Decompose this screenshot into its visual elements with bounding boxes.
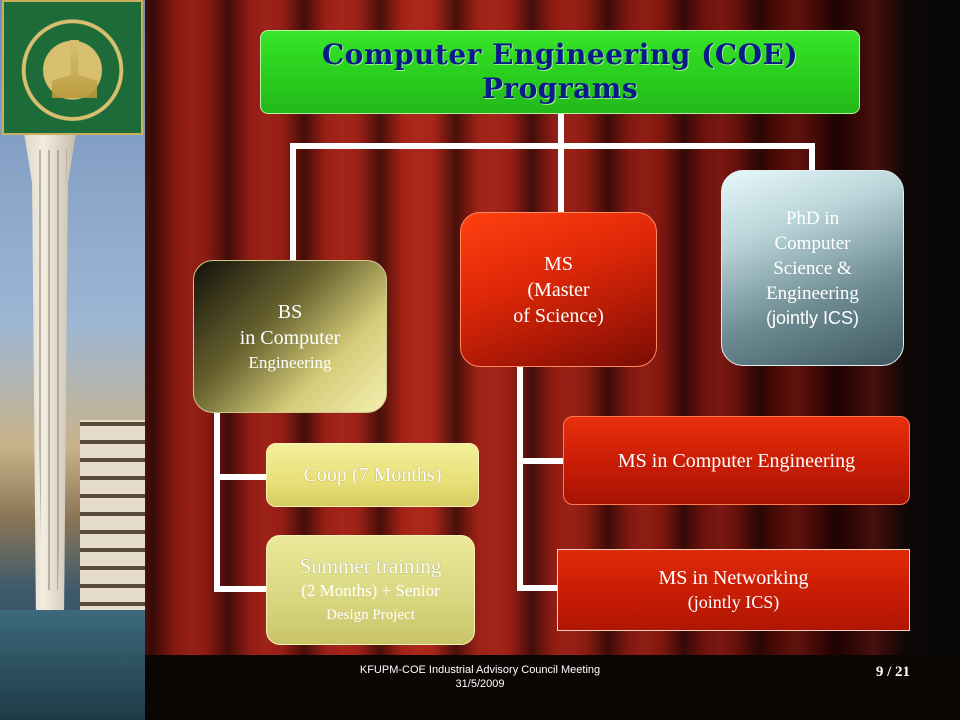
connector-bs-vertical: [214, 412, 220, 592]
connector-ms-networking: [517, 585, 559, 591]
summer-training-node: Summer training (2 Months) + Senior Desi…: [266, 535, 475, 645]
ms-networking-node: MS in Networking (jointly ICS): [557, 549, 910, 631]
summer-line-1: Summer training: [299, 554, 442, 578]
phd-line-1: PhD in: [785, 208, 840, 229]
connector-phd-drop: [809, 143, 815, 171]
coop-node: Coop (7 Months): [266, 443, 479, 507]
diagram-title: Computer Engineering (COE) Programs: [322, 38, 798, 106]
phd-program-node: PhD in Computer Science & Engineering (j…: [721, 170, 904, 366]
page-number: 9 / 21: [875, 664, 910, 680]
connector-bs-coop: [214, 474, 268, 480]
ms-line-3: of Science): [513, 304, 604, 327]
bs-line-2: in Computer: [239, 326, 341, 349]
title-line-1: Computer Engineering (COE): [321, 38, 799, 71]
connector-ms-coe: [517, 458, 565, 464]
phd-line-5: (jointly ICS): [765, 308, 859, 328]
connector-bs-summer: [214, 586, 268, 592]
building-image: [80, 420, 145, 620]
connector-horizontal-bar: [290, 143, 815, 149]
water-image: [0, 610, 145, 720]
connector-ms-vertical: [517, 366, 523, 591]
ms-line-1: MS: [544, 252, 573, 275]
phd-line-3: Science &: [773, 258, 852, 279]
ms-networking-line-2: (jointly ICS): [687, 592, 780, 612]
university-logo: [2, 0, 143, 135]
footer-caption: KFUPM-COE Industrial Advisory Council Me…: [330, 663, 630, 691]
ms-networking-line-1: MS in Networking: [658, 567, 809, 589]
bs-line-3: Engineering: [248, 352, 332, 372]
connector-title-trunk: [558, 114, 564, 214]
phd-line-2: Computer: [774, 233, 851, 254]
campus-photo: [0, 0, 145, 720]
logo-emblem-icon: [52, 40, 97, 98]
title-line-2: Programs: [481, 72, 639, 105]
bs-line-1: BS: [277, 300, 303, 323]
diagram-title-box: Computer Engineering (COE) Programs: [260, 30, 860, 114]
stage-floor: [140, 655, 960, 720]
summer-line-3: Design Project: [326, 607, 415, 623]
footer-line-1: KFUPM-COE Industrial Advisory Council Me…: [359, 664, 601, 676]
ms-line-2: (Master: [527, 278, 590, 301]
ms-coe-label: MS in Computer Engineering: [617, 449, 856, 472]
ms-computer-engineering-node: MS in Computer Engineering: [563, 416, 910, 505]
footer-line-2: 31/5/2009: [455, 678, 505, 690]
ms-program-node: MS (Master of Science): [460, 212, 657, 367]
coop-label: Coop (7 Months): [303, 464, 442, 486]
connector-bs-drop: [290, 143, 296, 261]
bs-program-node: BS in Computer Engineering: [193, 260, 387, 413]
summer-line-2: (2 Months) + Senior: [301, 581, 440, 600]
phd-line-4: Engineering: [766, 283, 859, 304]
